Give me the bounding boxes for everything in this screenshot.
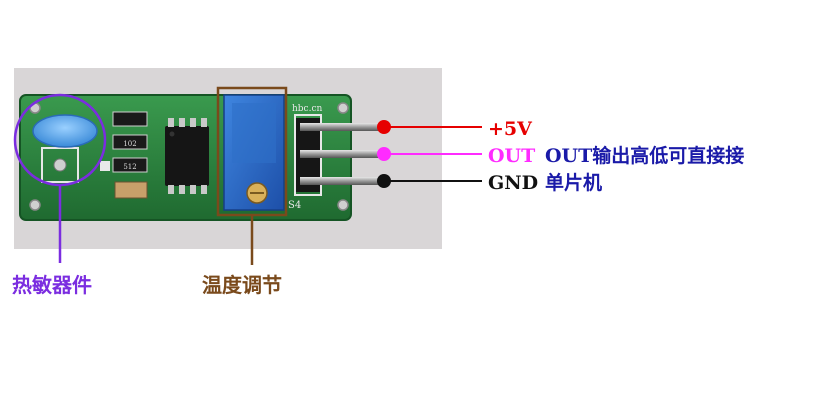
resistor-code: 512 [123, 163, 136, 171]
temp-adjust-callout [216, 86, 288, 265]
pin-gnd [300, 177, 380, 185]
silkscreen-site: hbc.cn [292, 104, 322, 114]
out-description-line2: 单片机 [545, 171, 602, 194]
potentiometer [223, 94, 285, 211]
resistor-code: 102 [123, 140, 136, 148]
pin-vcc [300, 123, 380, 131]
temp-adjust-label: 温度调节 [202, 273, 282, 297]
vcc-connection [377, 120, 482, 134]
mounting-hole [337, 199, 349, 211]
mounting-hole [29, 199, 41, 211]
gnd-label: GND [488, 172, 538, 194]
vcc-dot [377, 120, 391, 134]
led [100, 161, 110, 171]
out-connection [377, 147, 482, 161]
out-label: OUT [488, 145, 535, 167]
mounting-hole [337, 102, 349, 114]
gnd-connection [377, 174, 482, 188]
silkscreen-ref: S4 [288, 200, 301, 211]
thermistor-label: 热敏器件 [12, 273, 92, 297]
gnd-dot [377, 174, 391, 188]
pin-header [294, 114, 380, 196]
comparator-ic [165, 118, 209, 194]
thermistor [32, 114, 98, 183]
out-dot [377, 147, 391, 161]
smd-components: 102 512 [100, 111, 148, 199]
pin-out [300, 150, 380, 158]
vcc-label: +5V [488, 118, 533, 140]
out-description-line1: OUT输出高低可直接接 [545, 144, 744, 167]
thermistor-callout [13, 93, 107, 263]
